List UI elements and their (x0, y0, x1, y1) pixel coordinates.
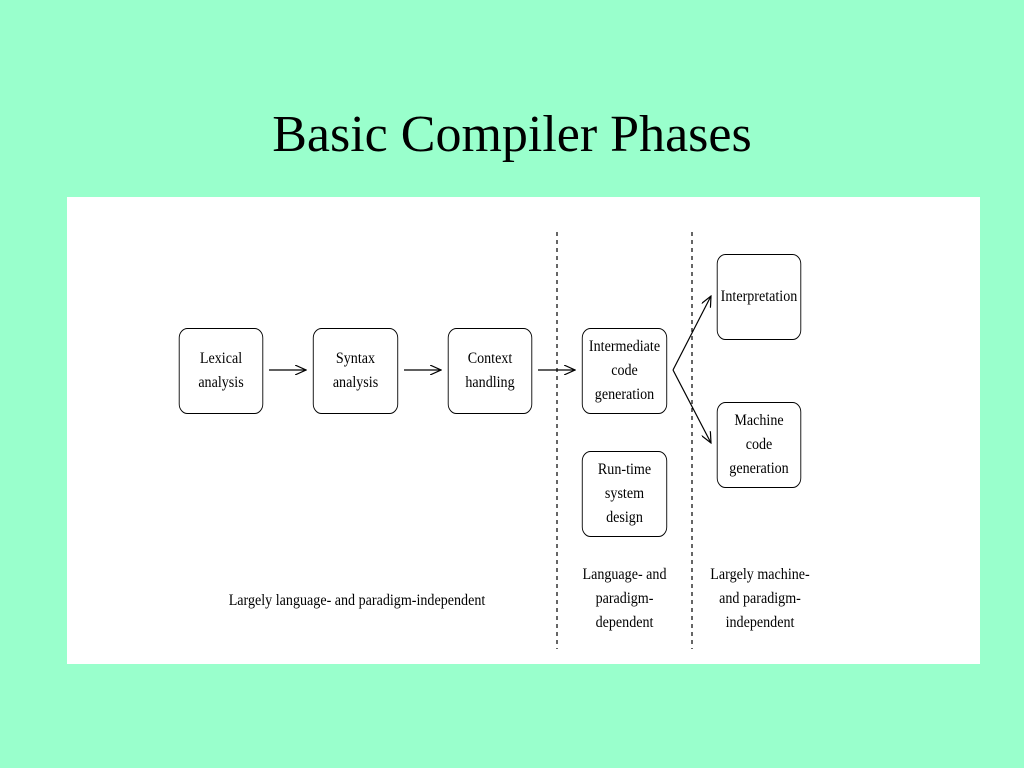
syntax-analysis-box: Syntax analysis (312, 328, 399, 414)
node-label: handling (465, 374, 515, 391)
node-label: Intermediate (588, 338, 661, 355)
slide-title: Basic Compiler Phases (272, 106, 752, 163)
node-label: generation (729, 460, 789, 477)
diagram-connectors (269, 232, 980, 649)
intermediate-code-generation-box: Intermediate code generation (581, 328, 668, 414)
node-label: Syntax (335, 350, 376, 367)
node-label: analysis (332, 374, 379, 391)
caption-language-dependent: Language- and paradigm- dependent (567, 563, 682, 635)
context-handling-box: Context handling (447, 328, 533, 414)
runtime-system-design-box: Run-time system design (581, 451, 668, 537)
caption-line: dependent (595, 614, 654, 631)
node-label: Run-time (597, 461, 652, 478)
diagram-panel: Lexical analysis Syntax analysis Context… (67, 197, 980, 664)
node-label: analysis (198, 374, 244, 391)
caption-line: Largely language- and paradigm-independe… (228, 592, 486, 609)
node-label: generation (594, 386, 655, 403)
node-label: code (745, 436, 773, 453)
node-label: Context (467, 350, 513, 367)
node-label: Interpretation (720, 288, 798, 305)
node-label: system (604, 485, 645, 502)
caption-line: Language- and (582, 566, 667, 583)
node-label: Lexical (199, 350, 243, 367)
caption-line: independent (725, 614, 795, 631)
arrow-intermediate-to-interpretation (672, 296, 711, 371)
machine-code-generation-box: Machine code generation (716, 402, 802, 488)
node-label: Machine (734, 412, 784, 429)
caption-line: paradigm- (595, 590, 654, 607)
interpretation-box: Interpretation (716, 254, 802, 340)
lexical-analysis-box: Lexical analysis (178, 328, 264, 414)
caption-machine-independent: Largely machine- and paradigm- independe… (702, 563, 818, 635)
arrow-intermediate-to-machine (672, 369, 711, 443)
node-label: design (606, 509, 643, 526)
node-label: code (611, 362, 638, 379)
caption-line: and paradigm- (719, 590, 801, 607)
caption-line: Largely machine- (710, 566, 810, 583)
caption-language-independent: Largely language- and paradigm-independe… (207, 589, 506, 613)
